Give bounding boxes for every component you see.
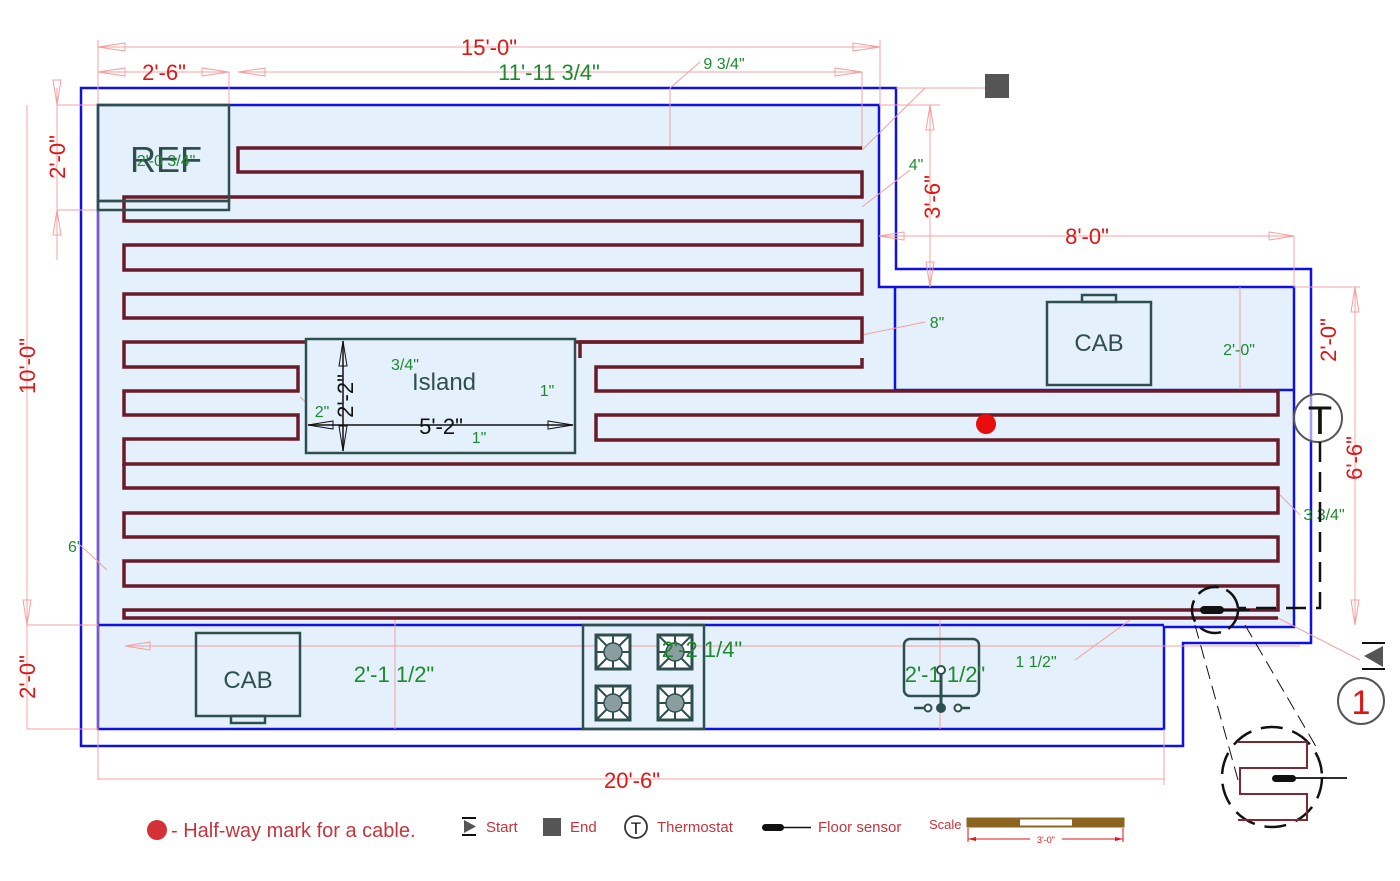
dim-step-depth: 3'-6": [920, 175, 945, 219]
cab-top-label: CAB: [1074, 330, 1123, 357]
legend-halfway-icon: [147, 820, 167, 840]
legend-end-label: End: [570, 819, 597, 836]
detail-projection-line: [1194, 624, 1239, 781]
island-gap-bottom: 1": [472, 430, 487, 447]
cable-segment: [122, 146, 1280, 466]
dim-bottom-offset: 1 1/2": [1015, 654, 1056, 671]
legend-start-icon: [462, 817, 476, 836]
start-marker-icon: [1362, 642, 1385, 670]
halfway-mark-icon: [976, 414, 996, 434]
primary-dimensions: 15'-0" 2'-6" 2'-0" 3'-6" 8'-0" 10'-0" 2'…: [15, 35, 1367, 793]
dim-right-offset: 3 3/4": [1303, 507, 1344, 524]
burner-icon: [656, 633, 694, 671]
dim-left-height: 10'-0": [15, 338, 40, 394]
legend-floor-sensor-icon: [762, 824, 811, 831]
island: Island 5'-2" 2'-2" 3/4" 2" 1" 1": [304, 337, 577, 455]
dim-bottom-run-3: 2'-1 1/2": [905, 662, 986, 687]
dim-right-wing-width: 8'-0": [1065, 224, 1109, 249]
dim-bottom-overall: 20'-6": [604, 768, 660, 793]
detail-projection-line: [1244, 624, 1319, 751]
cable-segment: [578, 340, 862, 358]
dim-cable-offset-top: 9 3/4": [703, 56, 744, 73]
dim-step-offset: 4": [909, 157, 924, 174]
section-marker-number: 1: [1352, 684, 1371, 722]
island-depth-dimension: 2'-2": [333, 374, 358, 418]
cabinet-top-right: CAB: [1045, 293, 1153, 387]
sink: [902, 637, 981, 713]
dim-ref-width: 2'-6": [142, 60, 186, 85]
legend-scale-label: Scale: [929, 817, 962, 832]
legend-thermostat-label: Thermostat: [657, 819, 734, 836]
dim-bottom-run-1: 2'-1 1/2": [354, 662, 435, 687]
thermostat-icon: T: [1293, 393, 1343, 443]
floor-sensor-icon: [1190, 585, 1250, 635]
legend-halfway-label: - Half-way mark for a cable.: [171, 820, 416, 842]
refrigerator: REF 2'-0 3/4": [96, 103, 231, 212]
dim-cable-run-top: 11'-11 3/4": [498, 60, 600, 85]
sensor-wire: [1238, 442, 1322, 610]
dim-bottom-counter-depth: 2'-0": [15, 655, 40, 699]
end-marker-icon: [985, 74, 1009, 98]
legend-thermostat-icon: T: [624, 815, 648, 839]
scale-length-label: 3'-0": [1037, 835, 1055, 845]
svg-text:T: T: [631, 819, 641, 838]
dim-bottom-run-2: 2'-2 1/4": [662, 637, 743, 662]
burner-icon: [656, 684, 694, 722]
dim-left-offset: 6': [68, 539, 80, 556]
dim-right-height: 6'-6": [1342, 436, 1367, 480]
floor-area: [96, 103, 1296, 731]
dim-ref-depth: 2'-0": [45, 135, 70, 179]
dimension-lines: [22, 40, 1361, 785]
dim-right-cab-depth: 2'-0": [1316, 318, 1341, 362]
dim-cab-inner-depth: 2'-0": [1223, 342, 1255, 359]
burner-icon: [594, 633, 632, 671]
legend: - Half-way mark for a cable. Start End T…: [147, 815, 1125, 845]
thermostat-symbol: T: [1308, 399, 1332, 443]
island-gap-right: 1": [540, 383, 555, 400]
sensor-detail-view: [1220, 725, 1347, 829]
island-width-dimension: 5'-2": [419, 414, 463, 439]
cabinet-bottom-left: CAB: [194, 631, 302, 725]
ref-overlay-dimension: 2'-0 3/4": [137, 153, 196, 170]
burner-icon: [594, 684, 632, 722]
heating-cable: [122, 146, 1280, 620]
legend-floor-sensor-label: Floor sensor: [818, 819, 901, 836]
scale-bar: 3'-0": [966, 817, 1125, 845]
legend-start-label: Start: [486, 819, 519, 836]
dim-overall-top: 15'-0": [461, 35, 517, 60]
dim-cab-gap: 8": [930, 315, 945, 332]
island-label: Island: [412, 369, 476, 396]
stove: [581, 623, 706, 731]
legend-end-icon: [543, 818, 561, 836]
cable-dimensions: 11'-11 3/4" 9 3/4" 4" 8" 2'-0" 3 3/4" 6'…: [68, 56, 1345, 687]
ref-label: REF: [130, 139, 202, 180]
cable-segment: [122, 464, 1280, 620]
island-gap-top: 3/4": [391, 357, 419, 374]
island-gap-left: 2": [315, 404, 330, 421]
outer-wall: [79, 86, 1313, 748]
section-marker: 1: [1337, 677, 1385, 725]
cab-bottom-label: CAB: [223, 667, 272, 694]
